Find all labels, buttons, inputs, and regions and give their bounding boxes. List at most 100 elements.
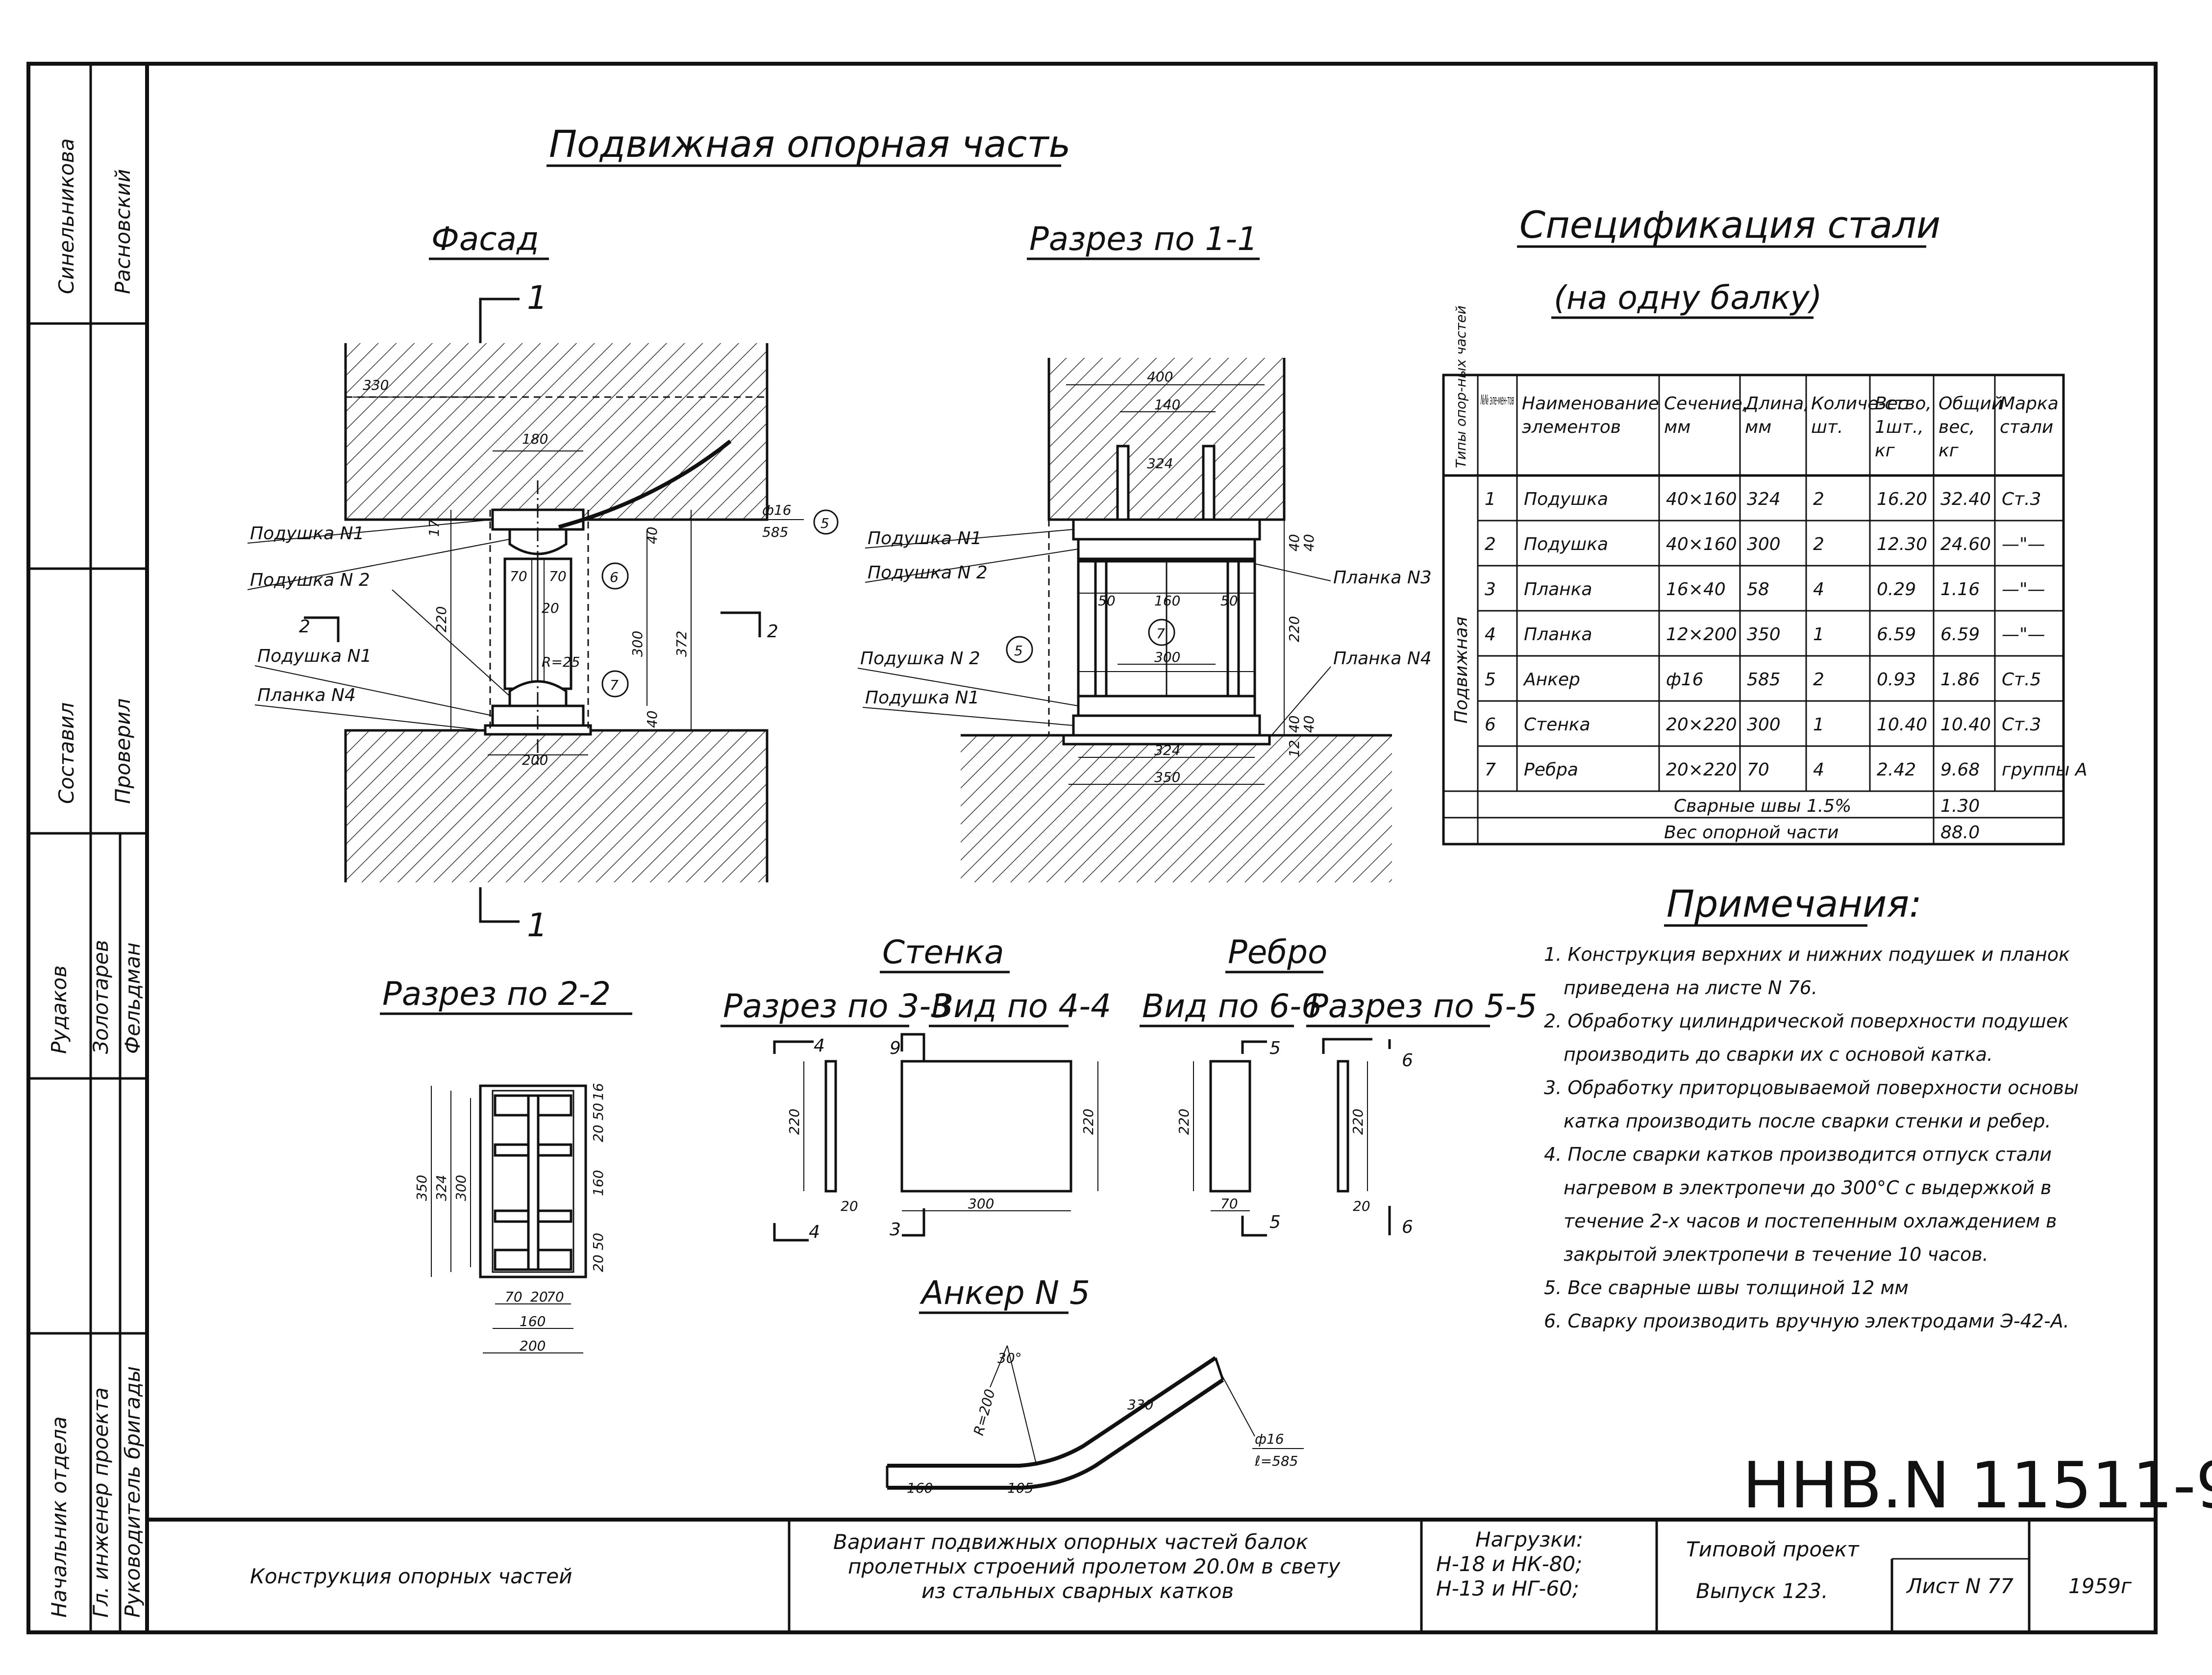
- facade-anchor-len: 585: [762, 524, 788, 540]
- facade-dim-70a: 70: [510, 568, 527, 584]
- s11-callout-cushion-n1-top: Подушка N1: [868, 528, 982, 549]
- spec-header-8: Марка: [2000, 394, 2059, 414]
- spec-cell: 1.16: [1940, 579, 1980, 600]
- tb-desc-3: из стальных сварных катков: [921, 1579, 1234, 1603]
- spec-cell: —"—: [2002, 625, 2045, 645]
- rib-cut-6-bottom: 6: [1402, 1217, 1413, 1237]
- tb-issue: Выпуск 123.: [1696, 1579, 1828, 1603]
- rib-title: Ребро: [1228, 933, 1327, 971]
- spec-total-value: 88.0: [1940, 823, 1980, 843]
- anchor-dim-105: 105: [1007, 1480, 1033, 1496]
- s11-anchor-left: [1116, 445, 1130, 521]
- spec-cell: 10.40: [1940, 715, 1991, 735]
- anchor-view: Анкер N 5 30° R=200 330 160 105 ф16 ℓ=58…: [886, 1274, 1304, 1496]
- s11-callout-cushion-n2-bottom: Подушка N 2: [860, 649, 980, 669]
- s11-lower-cushion-n1: [1072, 714, 1261, 737]
- spec-header-6: 1шт.,: [1875, 417, 1924, 437]
- rib-dim-20: 20: [1353, 1198, 1370, 1214]
- rib-dim-70: 70: [1220, 1196, 1238, 1212]
- tb-year: 1959г: [2068, 1574, 2132, 1598]
- wall-title: Стенка: [882, 933, 1004, 971]
- view-6-6-title: Вид по 6-6: [1142, 987, 1322, 1025]
- rib-cut-6-top: 6: [1402, 1050, 1413, 1071]
- side-role-checked: Проверил: [111, 699, 135, 804]
- s11-lower-cushion-n2: [1077, 695, 1256, 717]
- spec-cell: Ст.3: [2002, 715, 2041, 735]
- facade-cut-2-right: 2: [767, 622, 778, 642]
- spec-cell: 585: [1747, 670, 1781, 690]
- wall-views: Стенка Разрез по 3-3 Вид по 4-4 4 4 220 …: [721, 933, 1111, 1242]
- spec-cell: 2: [1813, 670, 1824, 690]
- s11-dim-324-top: 324: [1147, 455, 1173, 472]
- s22-dim-16: 16: [590, 1083, 606, 1100]
- spec-cell: 12×200: [1666, 625, 1737, 645]
- spec-cell: 3: [1485, 579, 1496, 600]
- spec-cell: 6.59: [1940, 625, 1980, 645]
- spec-header-6: Вес: [1875, 394, 1908, 414]
- notes-list: 1. Конструкция верхних и нижних подушек …: [1544, 944, 2079, 1332]
- spec-cell: 1: [1813, 715, 1824, 735]
- spec-cell: 2.42: [1877, 760, 1916, 780]
- s11-dim-350: 350: [1154, 769, 1180, 785]
- s11-plank-n4: [1062, 734, 1271, 746]
- facade-dim-r25: R=25: [542, 654, 580, 670]
- spec-cell: 4: [1813, 760, 1824, 780]
- s22-dim-2050-top: 20 50: [590, 1103, 606, 1142]
- spec-cell: 0.93: [1877, 670, 1916, 690]
- spec-header-8: стали: [2000, 417, 2053, 437]
- s11-dim-160: 160: [1154, 593, 1180, 609]
- spec-cell: 9.68: [1940, 760, 1980, 780]
- spec-cell: 16×40: [1666, 579, 1726, 600]
- s11-dim-140: 140: [1154, 397, 1180, 413]
- section-1-1-title: Разрез по 1-1: [1029, 220, 1258, 258]
- wall-dim-220-b: 220: [1080, 1109, 1096, 1135]
- note-line: 6. Сварку производить вручную электродам…: [1544, 1310, 2069, 1332]
- s11-upper-cushion-n2: [1077, 538, 1256, 560]
- anchor-bar-inner: [887, 1378, 1224, 1490]
- spec-group-label: Подвижная: [1451, 617, 1471, 724]
- spec-cell: Анкер: [1523, 670, 1580, 690]
- spec-cell: 1.86: [1940, 670, 1980, 690]
- spec-cell: 350: [1747, 625, 1781, 645]
- s22-dim-200: 200: [520, 1338, 546, 1354]
- spec-cell: 300: [1747, 715, 1781, 735]
- notes-title: Примечания:: [1666, 882, 1922, 925]
- spec-welds-value: 1.30: [1940, 796, 1980, 816]
- view-4-4-title: Вид по 4-4: [931, 987, 1111, 1025]
- spec-cell: 7: [1485, 760, 1496, 780]
- spec-cell: Ребра: [1524, 760, 1578, 780]
- s11-dim-220: 220: [1286, 616, 1302, 642]
- rib-view-6-6: [1209, 1060, 1251, 1193]
- spec-cell: Планка: [1524, 625, 1592, 645]
- spec-cell: 0.29: [1877, 579, 1916, 600]
- spec-cell: 70: [1747, 760, 1769, 780]
- facade-dim-200: 200: [522, 752, 548, 768]
- spec-cell: 16.20: [1877, 489, 1927, 509]
- facade-title: Фасад: [431, 220, 539, 258]
- facade-cut-1-bottom: 1: [527, 906, 547, 944]
- spec-cell: 6: [1485, 715, 1496, 735]
- spec-cell: —"—: [2002, 534, 2045, 554]
- side-stamp: Синельникова Расновский Составил Провери…: [28, 64, 147, 1632]
- s11-dim-40d: 40: [1301, 715, 1317, 733]
- spec-cell: 324: [1747, 489, 1781, 509]
- facade-anchor-bar: [558, 439, 732, 529]
- spec-header-6: кг: [1875, 441, 1895, 461]
- spec-cell: Подушка: [1524, 534, 1608, 554]
- spec-header-4: мм: [1745, 417, 1771, 437]
- s11-dim-400: 400: [1147, 369, 1173, 385]
- stamp-code: ННВ.N 11511-91: [1742, 1448, 2212, 1523]
- s22-wall: [527, 1094, 540, 1271]
- spec-cell: —"—: [2002, 579, 2045, 600]
- spec-cell: 12.30: [1877, 534, 1927, 554]
- s22-dim-160-bottom: 160: [520, 1313, 546, 1329]
- outer-frame: [26, 62, 2158, 1634]
- anchor-dim-160: 160: [907, 1480, 933, 1496]
- anchor-bar-outer: [887, 1356, 1217, 1468]
- side-name-5: Фельдман: [121, 942, 145, 1054]
- s11-callout-cushion-n1-bottom: Подушка N1: [865, 688, 979, 708]
- note-line: 3. Обработку приторцовываемой поверхност…: [1544, 1077, 2079, 1099]
- spec-header-7: кг: [1939, 441, 1959, 461]
